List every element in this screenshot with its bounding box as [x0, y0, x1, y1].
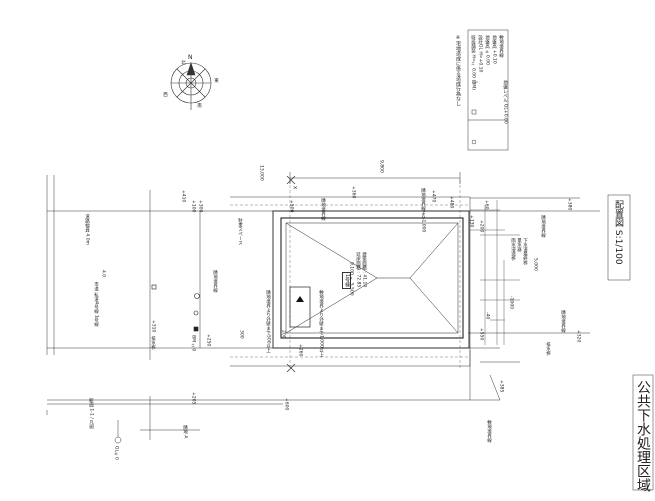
level-label: +360: [350, 186, 356, 199]
road-label: 市道 私道4号線 1号線: [93, 282, 99, 327]
legend-ground: 地盤レベル GL+0.00: [502, 80, 508, 124]
sewer-label: 下水道最終桝: [522, 238, 528, 265]
zone-name-title: 公共下水処理区域: [635, 380, 651, 492]
dimension-label: 200: [280, 330, 286, 339]
level-label: +100: [190, 200, 196, 213]
boundary-left-label: 隣地境界線: [212, 270, 218, 293]
dimension-plot-depth: 13,000: [258, 165, 264, 181]
compass-north-label: N: [188, 54, 193, 61]
compass-rose-icon: [170, 62, 212, 110]
meter-label: 量水器: [516, 238, 522, 252]
dimension-road-width: 4.0: [100, 270, 106, 278]
level-label: +260: [297, 344, 303, 357]
setback-note: 隣地境界線より1,000: [420, 188, 426, 233]
level-label: +480: [448, 196, 454, 209]
section-mark-label: X: [291, 186, 297, 190]
legend-point1: 地盤高 ±0.00: [484, 35, 490, 65]
dimension-overall-width: 9,800: [378, 160, 384, 173]
level-label: +300: [197, 200, 203, 213]
level-label: +310: [150, 320, 156, 333]
compass-label: 北: [180, 60, 186, 65]
level-label: +130: [468, 215, 474, 228]
section-marker-icon: [286, 175, 296, 373]
small-note: 隣地 A: [182, 425, 188, 439]
site-outline: [272, 210, 470, 349]
dimension-line-top: [289, 172, 461, 184]
level-label: +320: [575, 330, 581, 343]
entrance-arrow-icon: [296, 296, 304, 302]
compass-label: 西: [162, 92, 168, 97]
building-footprint: [280, 217, 464, 339]
entrance-box: [289, 286, 311, 328]
legend-bm-line1: 既設舗装 H=± 0.00 (BM): [470, 35, 476, 90]
legend-point2: 地盤高 +0.10: [491, 35, 497, 64]
level-label: +250: [205, 334, 211, 347]
section-profile: [47, 350, 520, 444]
section-mark-plus: +205: [190, 392, 196, 405]
level-label: -40: [484, 312, 490, 320]
section-level-label: GL±0: [113, 446, 119, 460]
manhole-icons: [151, 284, 200, 332]
level-label: +410: [180, 190, 186, 203]
level-label: +470: [430, 190, 436, 203]
building-footprint-label: 9,100 × 5,500: [348, 262, 354, 296]
rain-label: 雨水浸透桝: [510, 238, 516, 261]
building-area: 建築面積 : 41.10: [361, 252, 367, 288]
benchmark-label: BM ±0: [190, 335, 196, 352]
drain-right-label: 排水桝: [545, 342, 551, 356]
section-right-label: +385: [498, 380, 504, 393]
level-label: +380: [566, 198, 572, 211]
legend-boundary: 敷地境界線: [498, 35, 504, 58]
level-label: -1000: [508, 296, 514, 310]
compass-label: 南: [196, 103, 202, 108]
level-label: +500: [288, 200, 294, 213]
dimension-label: 300: [238, 330, 244, 339]
dashed-lines: [230, 180, 470, 370]
level-label: +550: [478, 328, 484, 341]
right-steps: [470, 200, 520, 345]
setback-note: 隣地境界より外壁まで500以上: [265, 290, 271, 353]
level-label: +60: [483, 200, 489, 210]
building-floor-area: 延床面積 : 72.85: [355, 252, 361, 288]
road-lines: [46, 175, 151, 415]
dimension-plot-width: 5,000: [532, 258, 538, 271]
boundary-note: 敷地境界線: [486, 420, 492, 443]
boundary-bottom-label: 隣地境界線: [560, 310, 566, 333]
boundary-top-label: 隣地境界線: [320, 198, 326, 221]
legend-bm-line2: 設計GL H=+0.10: [477, 35, 483, 73]
road-width-label: 道路幅員 4.0m: [84, 214, 90, 245]
legend-box: [467, 29, 509, 151]
building-name: 1号棟: [342, 272, 351, 290]
drain-left-label: 排水桝: [150, 336, 156, 350]
setback-note: 敷地境界より外壁まで1,000以上: [318, 290, 324, 357]
title-block-frame: [607, 194, 654, 491]
level-label: +200: [478, 220, 484, 233]
compass-label: 東: [213, 78, 219, 83]
level-label: +600: [283, 398, 289, 411]
no-development-note: ※宅地造成に係る造成行為なし: [455, 35, 461, 106]
boundary-right-label: 隣地境界線: [540, 215, 546, 238]
parking-label: 駐車スペース: [237, 218, 243, 245]
section-label: 断面 1-1 / 凡例: [88, 398, 94, 430]
sheet-title: 配置図 S:1/100: [613, 200, 623, 265]
